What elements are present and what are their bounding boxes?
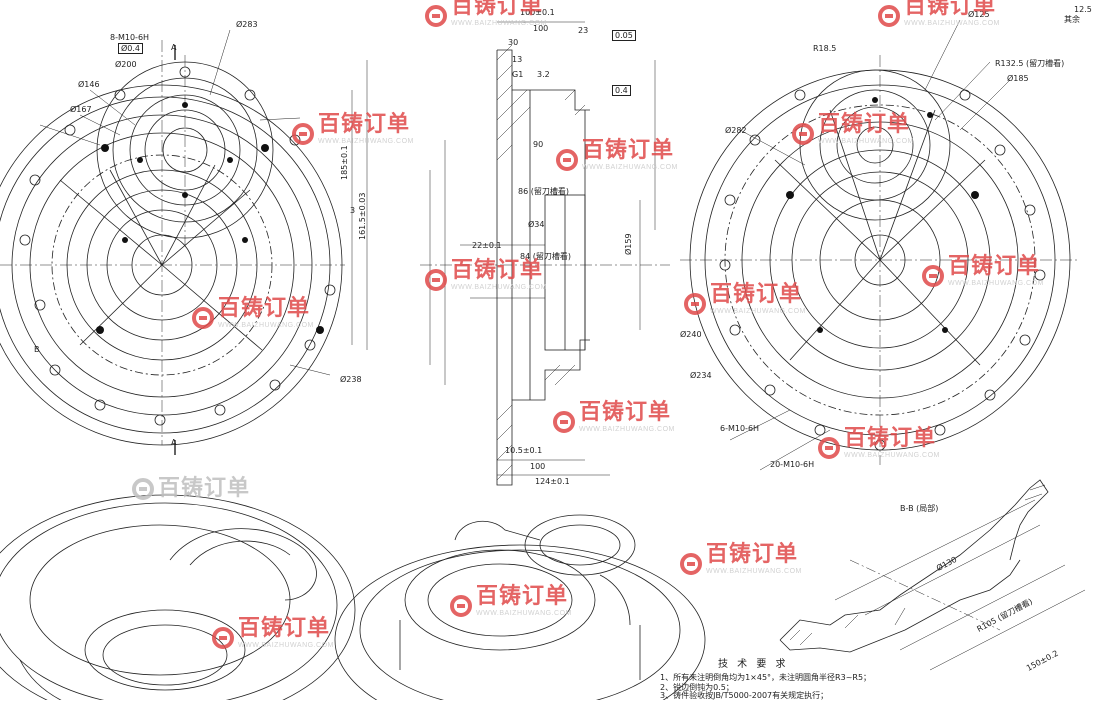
dim-161-label: 161.5±0.03: [358, 192, 367, 240]
d283-label: Ø283: [236, 20, 258, 29]
bolt-holes: [96, 97, 979, 334]
d167-label: Ø167: [70, 105, 92, 114]
r185-label: R18.5: [813, 44, 837, 53]
tech-requirement-1: 1、所有未注明倒角均为1×45°，未注明圆角半径R3~R5；: [660, 673, 872, 682]
d159-label: Ø159: [624, 233, 633, 255]
isometric-view-1: [0, 494, 356, 700]
d240-label: Ø240: [680, 330, 702, 339]
dim-105-label: 10.5±0.1: [505, 446, 543, 455]
d282-label: Ø282: [725, 126, 747, 135]
d185-label: Ø185: [1007, 74, 1029, 83]
dim-84-label: 84 (留刀槽看): [520, 252, 571, 261]
d146-label: Ø146: [78, 80, 100, 89]
dim-124-label: 124±0.1: [535, 477, 570, 486]
top-view: [0, 29, 368, 455]
dim-13-label: 13: [512, 55, 523, 64]
dim-22-label: 22±0.1: [472, 241, 502, 250]
dim-86-label: 86 (留刀槽看): [518, 187, 569, 196]
d34-label: Ø34: [528, 220, 545, 229]
section-a-bottom-label: A: [171, 438, 177, 447]
chamfer-label: 3: [350, 206, 356, 215]
section-view: [420, 21, 670, 486]
dim-90-label: 90: [533, 140, 544, 149]
dim-23-label: 23: [578, 26, 589, 35]
section-bb-view: [779, 479, 1086, 671]
d234-label: Ø234: [690, 371, 712, 380]
section-b-label: B: [34, 345, 40, 354]
tolerance-frame: Ø0.4: [118, 43, 144, 54]
dim-100-label: 100: [533, 24, 549, 33]
tolerance-005: 0.05: [612, 30, 636, 41]
section-bb-title: B-B (局部): [900, 504, 939, 513]
d125-label: Ø125: [968, 10, 990, 19]
holes-bottom2-label: 20-M10-6H: [770, 460, 815, 469]
tolerance-04: 0.4: [612, 85, 631, 96]
tech-requirement-3: 3、铸件验收按JB/T5000-2007有关规定执行；: [660, 691, 829, 700]
r1325-label: R132.5 (留刀槽看): [995, 59, 1065, 68]
dim-30-label: 30: [508, 38, 519, 47]
tech-requirement-2: 2、锐边倒钝为0.5；: [660, 683, 734, 692]
d238-label: Ø238: [340, 375, 362, 384]
d200-label: Ø200: [115, 60, 137, 69]
dim-185-label: 185±0.1: [340, 145, 349, 180]
roughness-value: 12.5: [1074, 5, 1092, 14]
right-view: [680, 19, 1080, 471]
section-a-top-label: A: [171, 43, 177, 52]
holes-bottom-label: 6-M10-6H: [720, 424, 760, 433]
tech-requirements-title: 技 术 要 求: [718, 659, 789, 670]
flange-holes: [19, 66, 1046, 451]
dim-top-label: 100±0.1: [520, 8, 555, 17]
dim-g1-label: G1: [512, 70, 524, 79]
dim-32-label: 3.2: [537, 70, 550, 79]
roughness-note: 其余: [1064, 15, 1080, 24]
holes-top-label: 8-M10-6H: [110, 33, 150, 42]
dim-100-bottom-label: 100: [530, 462, 546, 471]
isometric-view-2: [334, 514, 706, 700]
